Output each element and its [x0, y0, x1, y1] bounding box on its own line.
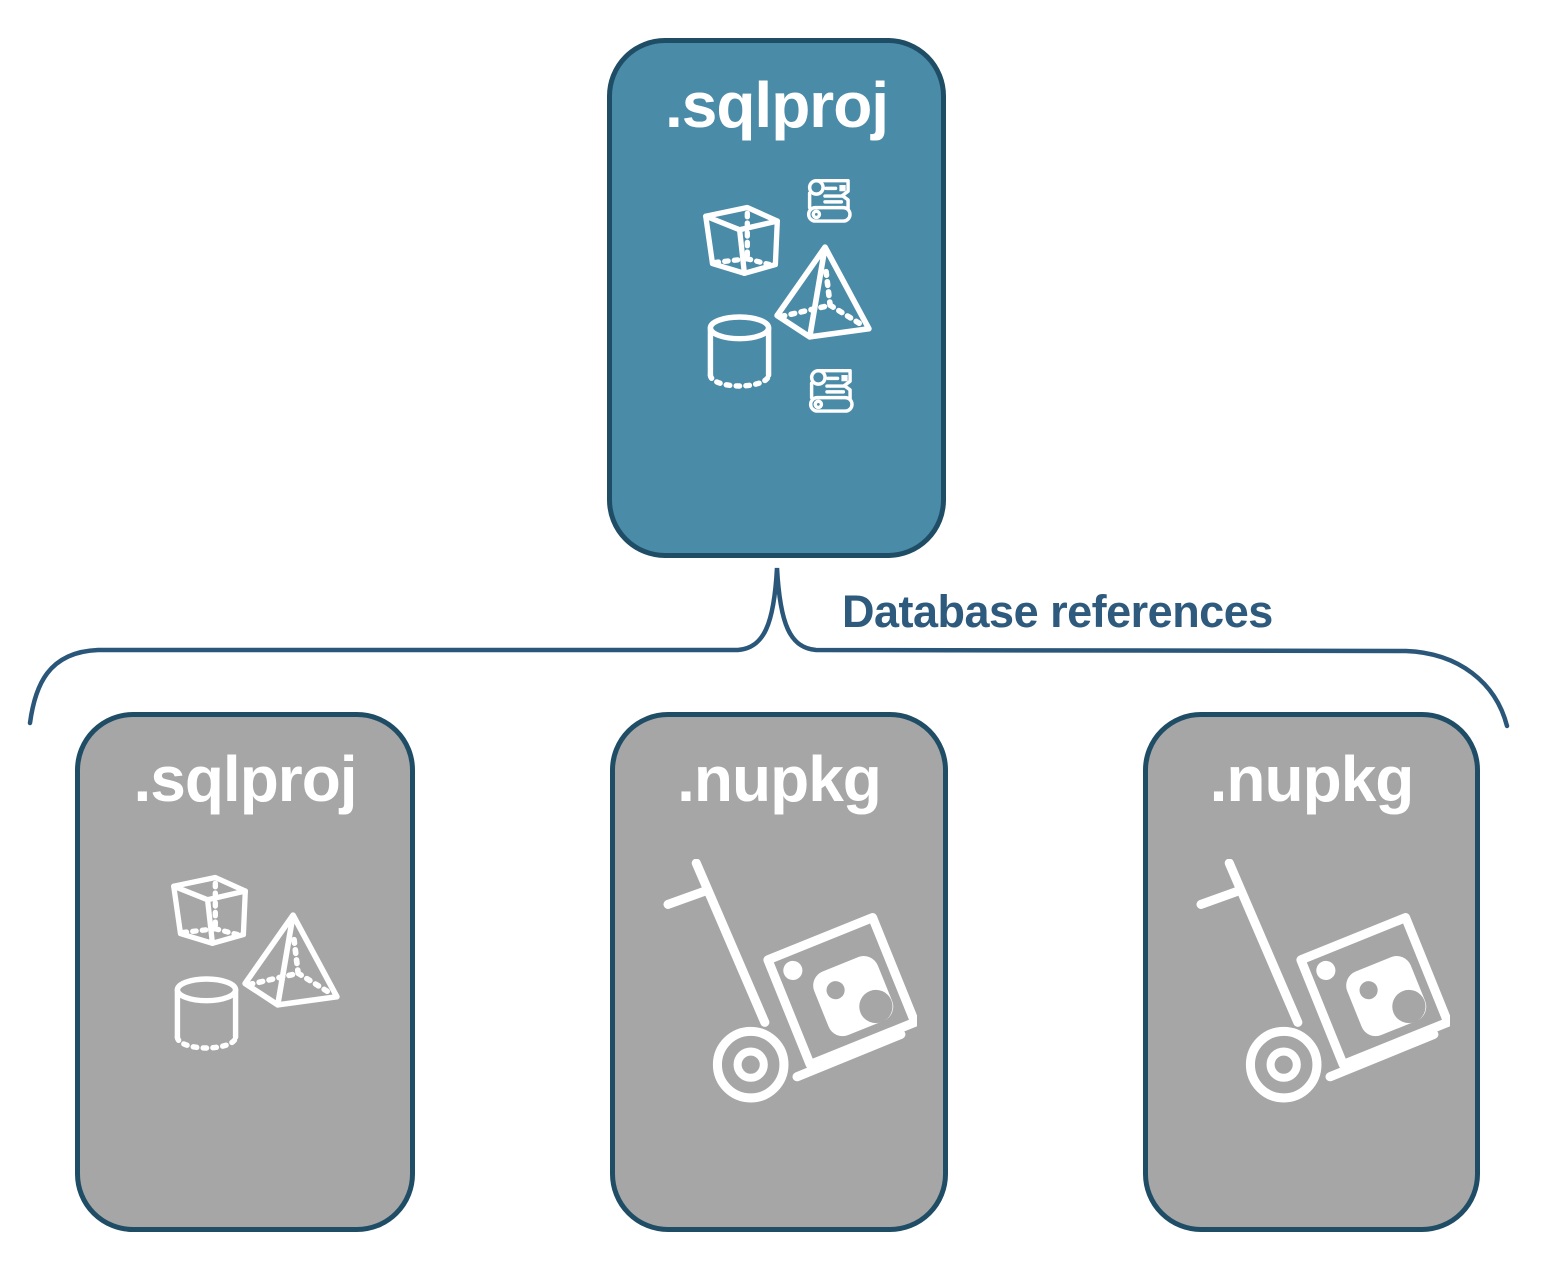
box-label: .nupkg — [1209, 743, 1415, 815]
database-references-label: Database references — [842, 586, 1273, 637]
cylinder-icon — [172, 975, 241, 1052]
scroll-icon — [800, 363, 854, 413]
pyramid-icon — [240, 909, 342, 1009]
box-label: .nupkg — [677, 743, 882, 815]
sqlproj-child-box: .sqlproj — [75, 712, 415, 1232]
scroll-icon — [798, 173, 852, 223]
nuget-handtruck-icon — [1196, 859, 1450, 1103]
pyramid-icon — [772, 241, 874, 341]
nupkg-child-box-1: .nupkg — [610, 712, 948, 1232]
cylinder-icon — [705, 313, 774, 390]
nuget-handtruck-icon — [663, 859, 917, 1103]
box-label: .sqlproj — [664, 69, 889, 141]
box-label: .sqlproj — [133, 743, 357, 815]
nupkg-child-box-2: .nupkg — [1143, 712, 1480, 1232]
sqlproj-parent-box: .sqlproj — [607, 38, 946, 558]
